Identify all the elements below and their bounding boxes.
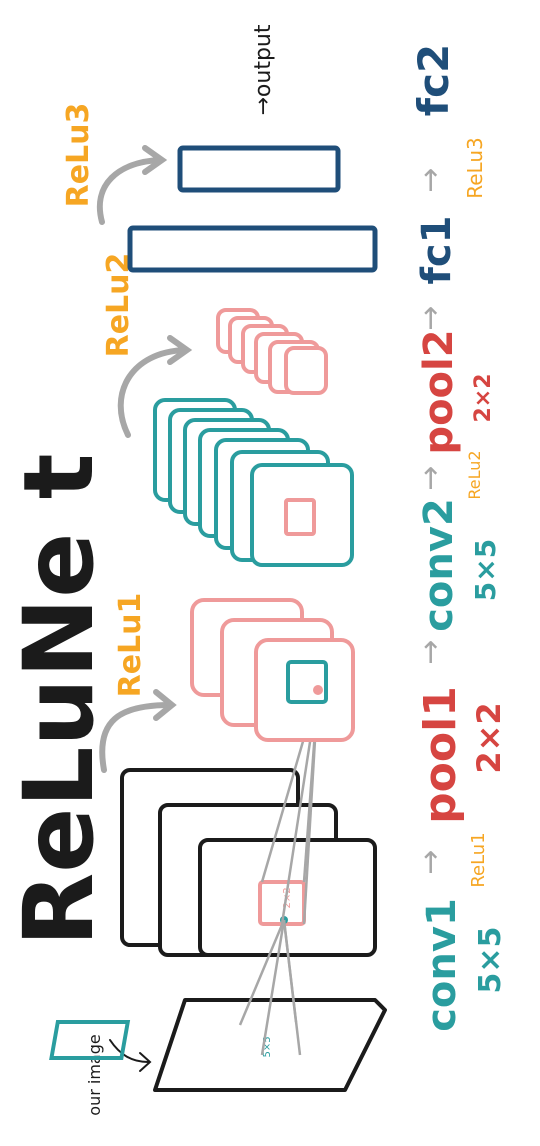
input-caption-arrow — [109, 1039, 152, 1072]
pipeline-arrow-2: → — [413, 639, 448, 664]
conv1-pool-window-label: 2×2 — [282, 887, 293, 908]
relu3-arrow — [96, 145, 168, 225]
fc2-layer — [177, 145, 341, 193]
input-projection-lines — [238, 919, 302, 1056]
pipeline-conv2: conv2 — [416, 498, 462, 632]
input-image-plane — [153, 998, 387, 1092]
pipeline-relu1: ReLu1 — [468, 832, 489, 887]
pipeline-conv1-size: 5×5 — [473, 927, 508, 994]
pipeline-arrow-4: → — [413, 305, 448, 330]
fc1-layer — [127, 225, 378, 273]
conv2-pool-window — [284, 498, 316, 536]
pipeline-fc1: fc1 — [414, 216, 460, 285]
relu1-arrow — [99, 689, 177, 773]
pipeline-arrow-5: → — [413, 167, 448, 192]
pool1-output-point — [313, 685, 323, 695]
input-kernel-box — [49, 1020, 131, 1060]
pipeline-pool2-size: 2×2 — [471, 373, 496, 422]
pool1-conv-window — [286, 660, 328, 704]
relu1-label: ReLu1 — [113, 593, 148, 698]
diagram-title: ReLuNe t — [3, 453, 115, 946]
pipeline-pool2: pool2 — [416, 329, 462, 454]
pipeline-relu2: ReLu2 — [465, 450, 484, 499]
input-caption: our image — [85, 1034, 104, 1115]
pool1-feature-maps — [190, 598, 355, 742]
relu3-label: ReLu3 — [61, 103, 96, 208]
output-label: →output — [251, 24, 276, 115]
pipeline-relu3: ReLu3 — [463, 137, 487, 199]
conv2-feature-maps — [153, 398, 354, 567]
input-kernel-label: 5×5 — [262, 1036, 273, 1057]
pipeline-fc2: fc2 — [409, 44, 458, 116]
pipeline-pool1: pool1 — [415, 686, 466, 824]
pipeline-conv1: conv1 — [419, 898, 465, 1032]
pipeline-pool1-size: 2×2 — [470, 702, 508, 773]
pipeline-arrow-1: → — [413, 849, 448, 874]
relu2-arrow — [117, 335, 193, 438]
conv1-feature-maps — [120, 768, 377, 957]
pipeline-conv2-size: 5×5 — [469, 539, 502, 601]
pipeline-arrow-3: → — [413, 465, 448, 490]
pool2-feature-maps — [216, 308, 328, 395]
